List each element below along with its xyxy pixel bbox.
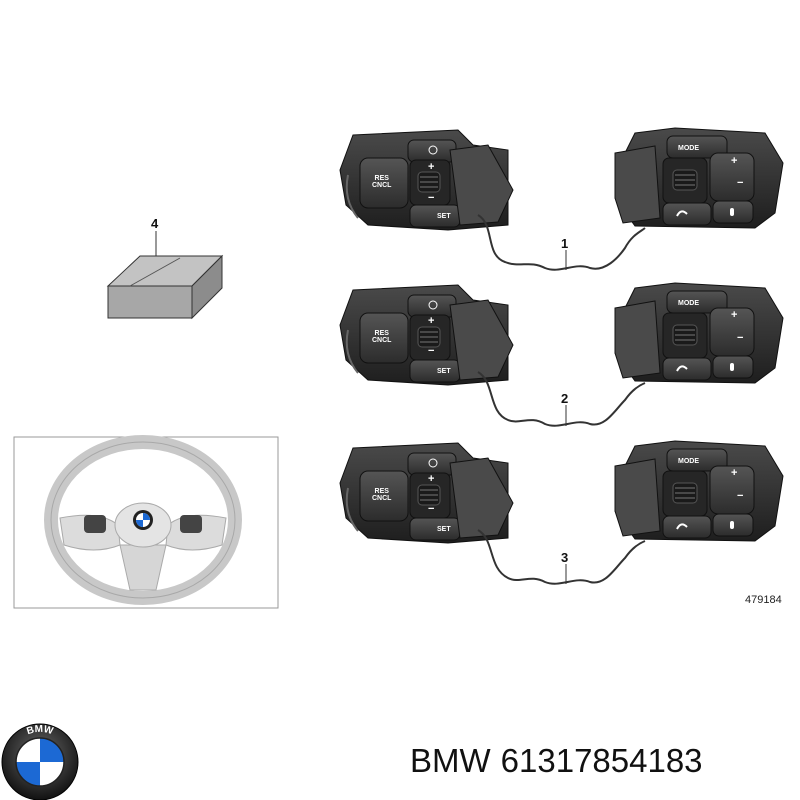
set-label-3: SET: [437, 526, 451, 533]
minus-right-label-1: −: [737, 177, 744, 189]
switch-set-2: [339, 282, 784, 427]
minus-right-label-3: −: [737, 490, 744, 502]
minus-label-1: −: [428, 192, 435, 204]
mode-label-1: MODE: [678, 145, 699, 152]
callout-2: 2: [561, 391, 569, 406]
switch-set-1: [339, 127, 784, 271]
callout-1: 1: [561, 236, 569, 251]
set-label-1: SET: [437, 213, 451, 220]
callout-3: 3: [561, 550, 569, 565]
bmw-logo: BMW: [1, 723, 79, 800]
res-cncl-label-2: RES CNCL: [372, 330, 392, 344]
switch-set-3: [339, 440, 784, 585]
plus-label-2: +: [428, 315, 435, 327]
cable-2: [477, 371, 646, 427]
plus-right-label-1: +: [731, 155, 738, 167]
minus-label-3: −: [428, 503, 435, 515]
logo-lettering: BMW: [25, 724, 54, 737]
plus-label-1: +: [428, 161, 435, 173]
part-number: 61317854183: [500, 742, 703, 779]
minus-label-2: −: [428, 345, 435, 357]
steering-wheel-inset: [13, 435, 279, 609]
set-label-2: SET: [437, 368, 451, 375]
plus-right-label-3: +: [731, 467, 738, 479]
diagram-reference-number: 479184: [745, 594, 782, 606]
plus-right-label-2: +: [731, 309, 738, 321]
mode-label-3: MODE: [678, 458, 699, 465]
plus-label-3: +: [428, 473, 435, 485]
res-cncl-label-1: RES CNCL: [372, 175, 392, 189]
cable-3: [477, 529, 646, 585]
callout-4: 4: [151, 216, 159, 231]
brand-name: BMW: [410, 742, 491, 779]
cable-1: [477, 214, 646, 271]
res-cncl-label-3: RES CNCL: [372, 488, 392, 502]
minus-right-label-2: −: [737, 332, 744, 344]
control-unit-box: [106, 231, 224, 320]
mode-label-2: MODE: [678, 300, 699, 307]
